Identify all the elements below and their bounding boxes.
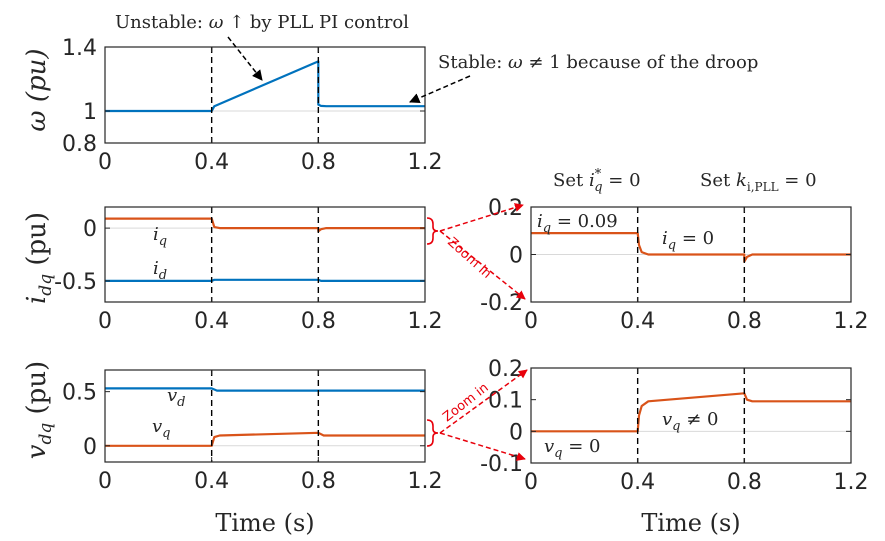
panel-vdq: vdq (pu) Time (s) 0 0.4 0.8 1.2 0 0.5: [22, 361, 443, 537]
idq-xtick-label: 0: [98, 309, 112, 334]
vq_zoom-xtick-label: 0.4: [620, 470, 655, 495]
omega-ytick-label: 1.4: [62, 36, 97, 61]
iq_zoom-xtick-label: 0: [524, 309, 538, 334]
vq_zoom-xtick-label: 0: [524, 470, 538, 495]
vq_zoom-series-0: [531, 392, 851, 433]
vq_zoom-axes-frame: [530, 367, 852, 464]
brace-vdq: [426, 419, 439, 447]
vq_zoom-ytick-label: 0.2: [488, 357, 523, 382]
zoom-label-idq: Zoom in: [444, 235, 494, 282]
arrow-unstable: [227, 36, 263, 81]
annotation-stable: Stable: ω ≠ 1 because of the droop: [438, 52, 758, 73]
vq_zoom-ytick-label: -0.1: [480, 452, 523, 477]
idq-ytick-label: 0: [83, 217, 97, 242]
vdq-ytick-label: 0: [83, 435, 97, 460]
omega-axes-frame: [104, 46, 426, 144]
vdq-xlabel: Time (s): [215, 509, 314, 537]
label-iq-009: iq = 0.09: [537, 211, 618, 236]
vdq-xtick-label: 0.4: [194, 469, 229, 494]
arrow-stable: [409, 75, 471, 104]
label-vq: vq: [152, 416, 171, 441]
vdq-xtick-label: 0: [98, 469, 112, 494]
zoom-arrow-idq-top: [439, 203, 524, 232]
idq-series-i_d: [105, 278, 425, 282]
vdq-ylabel: vdq (pu): [22, 361, 56, 459]
vq_zoom-xtick-label: 1.2: [834, 470, 869, 495]
omega-xtick-label: 0.4: [194, 150, 229, 175]
vdq-ytick-label: 0.5: [62, 381, 97, 406]
zoom-label-vdq: Zoom in: [440, 380, 491, 425]
idq-ylabel: idq (pu): [22, 212, 56, 304]
omega-series-0: [105, 60, 425, 113]
idq-axes-frame: [104, 206, 426, 303]
omega-ylabel: ω (pu): [22, 48, 52, 131]
omega-xtick-label: 0: [98, 150, 112, 175]
idq-ytick-label: -0.5: [54, 270, 97, 295]
iq_zoom-xtick-label: 1.2: [834, 309, 869, 334]
annotation-unstable: Unstable: ω ↑ by PLL PI control: [115, 12, 409, 33]
vq_zoom-xtick-label: 0.8: [727, 470, 762, 495]
omega-xtick-label: 1.2: [408, 150, 443, 175]
vq-zoom-xlabel: Time (s): [641, 509, 740, 537]
vdq-series-v_d: [105, 387, 425, 392]
vq_zoom-ytick-label: 0: [509, 420, 523, 445]
brace-idq: [426, 217, 439, 245]
zoom-arrow-vdq-bottom: [439, 432, 526, 461]
idq-xtick-label: 1.2: [408, 309, 443, 334]
zoom-arrow-vdq-top: [439, 369, 528, 434]
iq_zoom-xtick-label: 0.8: [727, 309, 762, 334]
vq_zoom-ytick-label: 0.1: [488, 389, 523, 414]
iq_zoom-ytick-label: -0.2: [480, 291, 523, 316]
label-vd: vd: [167, 385, 186, 410]
panel-omega: ω (pu) 0 0.4 0.8 1.2 0.8 1 1.4: [22, 36, 443, 175]
label-vq-0: vq = 0: [544, 436, 600, 461]
annotation-set-iq: Set i*q = 0: [553, 167, 641, 195]
label-iq: iq: [153, 224, 167, 249]
omega-xtick-label: 0.8: [301, 150, 336, 175]
idq-xtick-label: 0.8: [301, 309, 336, 334]
vdq-xtick-label: 1.2: [408, 469, 443, 494]
label-vq-ne0: vq ≠ 0: [662, 409, 718, 434]
iq_zoom-ytick-label: 0.2: [488, 196, 523, 221]
omega-ytick-label: 0.8: [62, 132, 97, 157]
omega-ytick-label: 1: [83, 100, 97, 125]
zoom-arrow-idq-bottom: [439, 230, 526, 300]
iq_zoom-ytick-label: 0: [509, 244, 523, 269]
vdq-ylabel-sub: dq: [36, 423, 56, 445]
annotation-set-ki: Set ki,PLL = 0: [700, 170, 817, 194]
label-id: id: [153, 258, 167, 283]
iq_zoom-xtick-label: 0.4: [620, 309, 655, 334]
vdq-xtick-label: 0.8: [301, 469, 336, 494]
idq-ylabel-sub: dq: [36, 274, 56, 296]
idq-xtick-label: 0.4: [194, 309, 229, 334]
label-iq-0: iq = 0: [662, 228, 714, 253]
vdq-axes-frame: [104, 369, 426, 463]
